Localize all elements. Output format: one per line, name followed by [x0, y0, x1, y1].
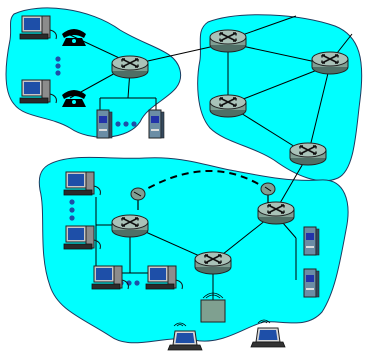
- router-icon: [209, 29, 247, 53]
- router-icon: [194, 251, 232, 275]
- router-icon: [111, 55, 149, 79]
- server-icon: [148, 109, 165, 139]
- router-icon: [209, 94, 247, 118]
- network-region-top-left: [5, 7, 182, 138]
- server-icon: [96, 109, 113, 139]
- satellite-dish-icon: [260, 182, 276, 203]
- server-icon: [303, 226, 320, 256]
- satellite-dish-icon: [130, 187, 146, 210]
- server-icon: [303, 268, 320, 298]
- router-icon: [111, 214, 149, 238]
- router-icon: [311, 51, 349, 75]
- router-icon: [257, 201, 295, 225]
- wireless-link: [137, 169, 269, 195]
- wireless-access-point-icon: [200, 292, 226, 323]
- laptop-icon: [250, 319, 286, 348]
- router-icon: [289, 142, 327, 166]
- laptop-icon: [167, 322, 203, 351]
